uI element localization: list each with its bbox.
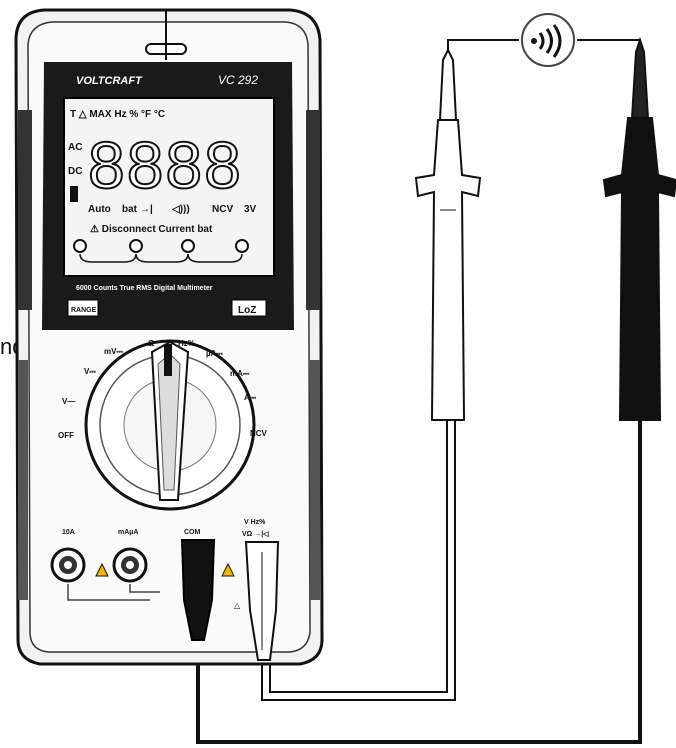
com-plug: [180, 539, 216, 641]
meter-subtitle: 6000 Counts True RMS Digital Multimeter: [76, 285, 213, 292]
lcd-terminal-indicators: [73, 239, 249, 263]
lcd-dc-label: DC: [68, 166, 82, 177]
red-lead-wire: [261, 419, 456, 701]
dial-position-labels: OFF V— V⎓ mV⎓ Ω Hz% µA⎓ mA⎓ A⎓ NCV: [58, 339, 268, 440]
dial-label-vdc: V—: [62, 397, 75, 406]
lcd-buzzer: ◁))): [171, 204, 190, 215]
lcd-ac-label: AC: [68, 142, 82, 153]
terminal-10a[interactable]: [50, 547, 86, 583]
lcd-display: T △ MAX Hz % °F °C AC DC 8888 Auto bat →…: [63, 97, 275, 277]
dial-label-a: A⎓: [244, 393, 257, 402]
terminal-label-vhz: V Hz%: [244, 519, 266, 526]
vohm-plug: [244, 541, 280, 661]
model-label: VC 292: [218, 73, 258, 87]
black-lead-wire: [196, 418, 642, 744]
dial-label-ncv: NCV: [250, 429, 268, 438]
red-probe: [414, 47, 482, 421]
dial-label-ua: µA⎓: [206, 349, 223, 358]
lcd-bat: bat: [122, 204, 138, 215]
continuity-beeper-icon: [531, 24, 562, 58]
terminal-ma[interactable]: [112, 547, 148, 583]
dial-label-ohm: Ω: [148, 339, 155, 348]
dial-label-hz: Hz%: [178, 339, 195, 348]
warning-icon: [95, 562, 235, 577]
lcd-auto: Auto: [88, 204, 111, 215]
lcd-diode: →|: [140, 204, 153, 215]
lcd-digits: 8888: [88, 128, 243, 202]
rotary-dial[interactable]: [84, 339, 256, 511]
brand-label: VOLTCRAFT: [76, 75, 143, 87]
lcd-3v: 3V: [244, 204, 257, 215]
wires: [196, 39, 642, 744]
terminal-label-10a: 10A: [62, 529, 75, 536]
lcd-ncv: NCV: [212, 204, 233, 215]
multimeter-body: VOLTCRAFT VC 292 T △ MAX Hz % °F °C AC D…: [14, 8, 324, 666]
terminal-label-ma: mAµA: [118, 529, 138, 536]
loz-button-label: LoZ: [238, 305, 256, 316]
black-probe: [602, 36, 676, 421]
terminal-label-com: COM: [184, 529, 201, 536]
continuity-indicator: [521, 13, 575, 67]
range-button-label: RANGE: [71, 307, 97, 314]
svg-text:△: △: [234, 601, 241, 610]
terminal-labels: 10A mAµA COM V Hz% VΩ →|◁: [62, 519, 269, 538]
loz-button[interactable]: LoZ: [231, 299, 267, 317]
dial-label-vac: V⎓: [84, 367, 96, 376]
lcd-top-row: T △ MAX Hz % °F °C: [70, 109, 165, 120]
dial-label-mv: mV⎓: [104, 347, 123, 356]
dial-label-ma: mA⎓: [230, 369, 250, 378]
dial-label-off: OFF: [58, 431, 74, 440]
lcd-warning: ⚠ Disconnect Current bat: [90, 224, 213, 235]
range-button[interactable]: RANGE: [67, 299, 99, 317]
terminal-label-vohm: VΩ →|◁: [242, 531, 269, 538]
